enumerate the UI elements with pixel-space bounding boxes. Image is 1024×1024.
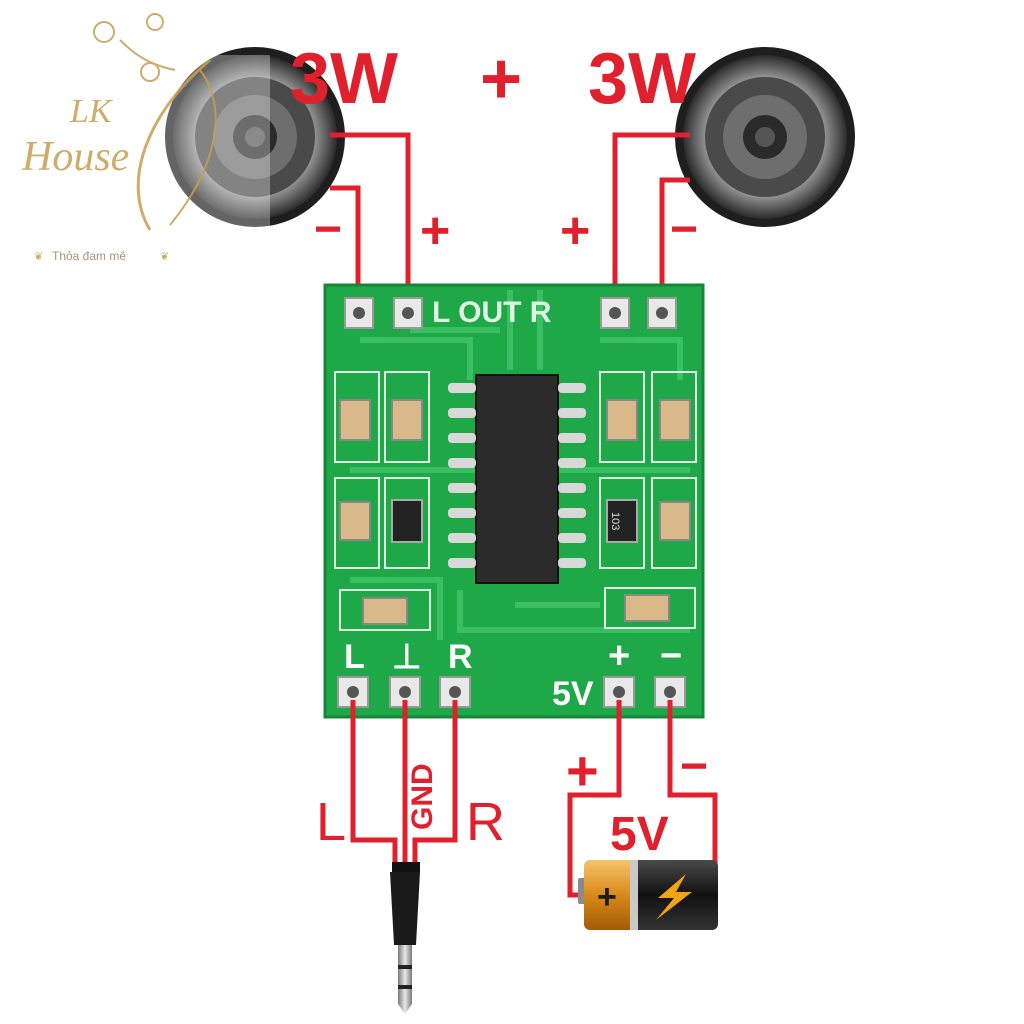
smd-resistor-icon: 103	[391, 499, 638, 543]
lightning-icon	[656, 874, 692, 920]
silk-5v-label: 5V	[552, 675, 594, 713]
amplifier-chip	[475, 374, 559, 584]
silk-right-label: R	[448, 638, 473, 676]
silk-plus-label: +	[608, 635, 630, 677]
right-speaker-minus: −	[670, 203, 698, 256]
leaf-icon: ❦	[160, 251, 169, 263]
battery-plus-sign: +	[597, 878, 617, 916]
power-plus-sign: +	[566, 739, 599, 802]
silk-left-label: L	[344, 638, 365, 676]
speaker-wires	[330, 132, 690, 318]
left-speaker-icon	[165, 47, 345, 227]
amplifier-pcb: 103 L OUT R L ⊥ R 5	[323, 283, 705, 719]
audio-gnd-label: GND	[406, 763, 439, 830]
battery-icon: +	[578, 860, 718, 930]
left-speaker-minus: −	[314, 203, 342, 256]
audio-right-label: R	[466, 792, 505, 852]
watermark-tagline: Thỏa đam mê	[52, 249, 126, 263]
left-speaker-plus: +	[420, 202, 450, 260]
output-pads	[344, 297, 677, 329]
smd-capacitor-icon	[339, 399, 691, 625]
leaf-icon: ❦	[34, 251, 43, 263]
audio-input-wires	[350, 700, 458, 870]
right-speaker-icon	[675, 47, 855, 227]
watermark-initials: LK	[69, 93, 114, 130]
silk-minus-label: −	[660, 635, 682, 677]
power-plus-label: +	[480, 39, 522, 119]
audio-left-label: L	[316, 792, 346, 852]
left-power-label: 3W	[290, 39, 398, 119]
audio-jack-icon	[390, 862, 420, 1014]
power-minus-sign: −	[680, 740, 708, 793]
resistor-code: 103	[609, 512, 621, 530]
right-speaker-plus: +	[560, 202, 590, 260]
power-wires	[567, 700, 718, 898]
silk-gnd-symbol: ⊥	[392, 638, 422, 676]
right-power-label: 3W	[588, 39, 696, 119]
power-voltage-label: 5V	[610, 808, 669, 861]
silk-output-label: L OUT R	[432, 296, 552, 329]
watermark-brand: House	[21, 134, 129, 180]
watermark-logo: LK House Thỏa đam mê ❦ ❦	[21, 13, 270, 263]
